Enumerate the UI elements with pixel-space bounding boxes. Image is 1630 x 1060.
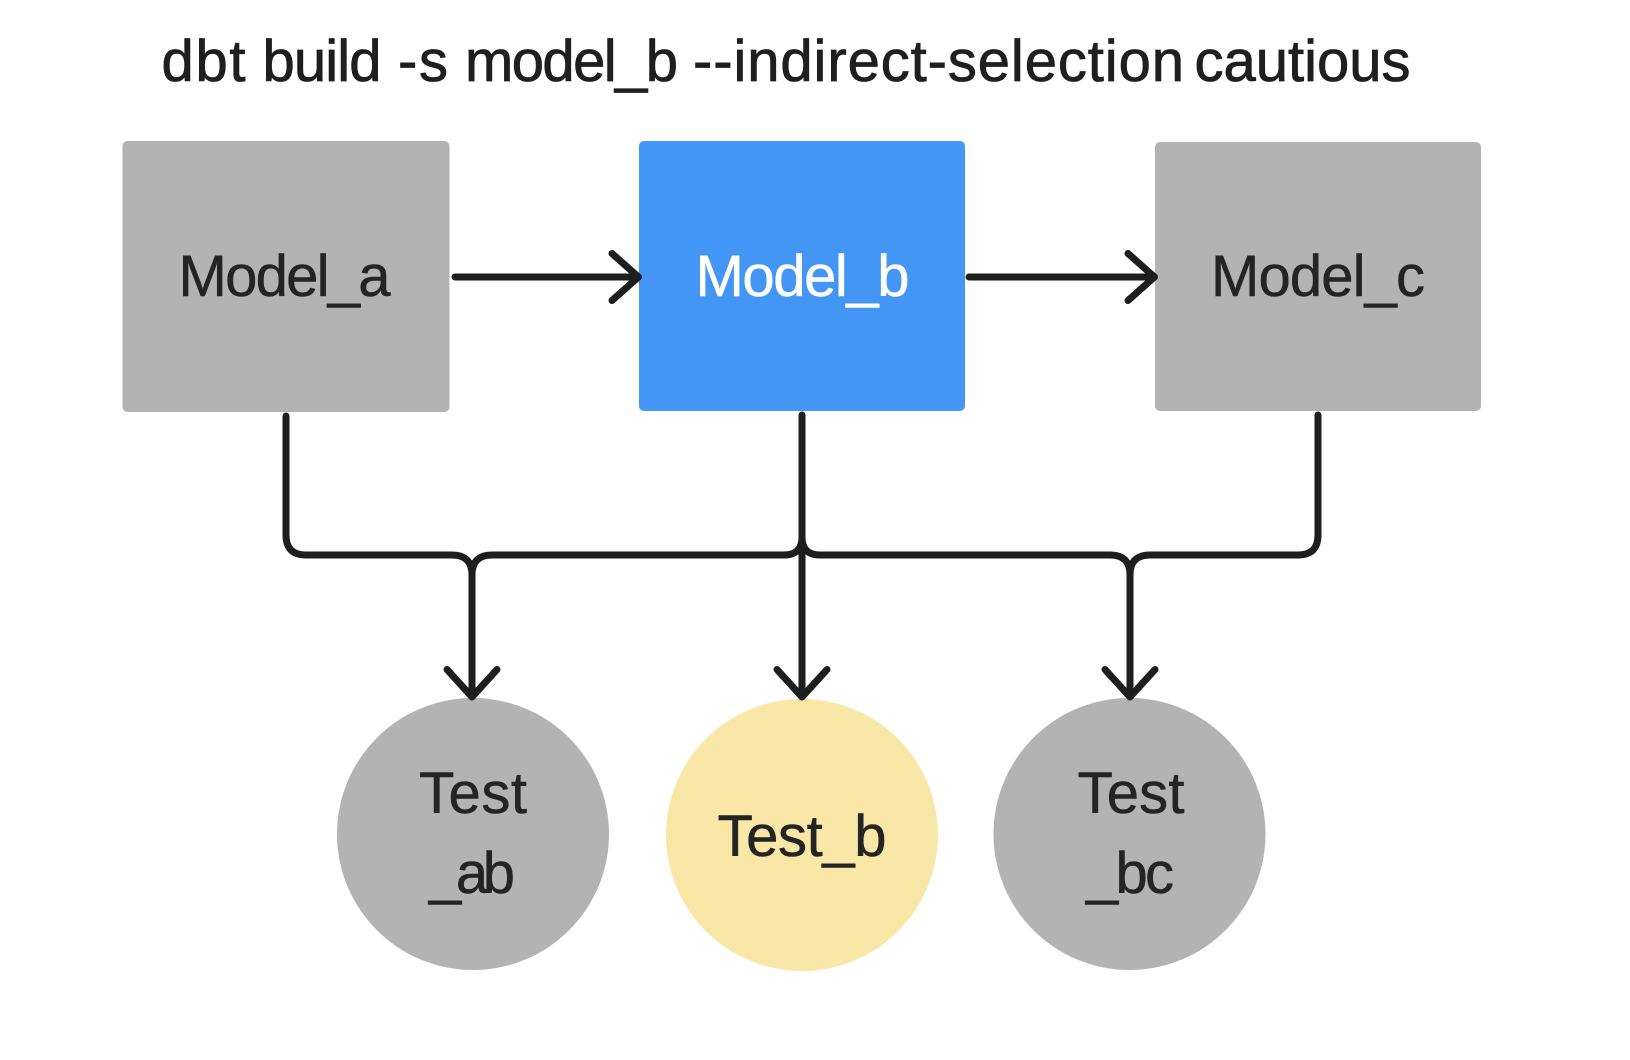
svg-text:Test_b: Test_b [718,804,887,869]
svg-text:Test: Test [1078,761,1185,826]
svg-text:model_b: model_b [465,29,678,94]
svg-text:Model_b: Model_b [696,244,910,309]
svg-text:Test: Test [419,761,527,826]
svg-text:_ab: _ab [428,841,515,906]
svg-text:-s: -s [398,29,448,94]
svg-text:Model_c: Model_c [1211,244,1425,309]
svg-text:--indirect-selection: --indirect-selection [693,29,1184,94]
svg-text:build: build [263,29,382,94]
svg-text:cautious: cautious [1195,29,1411,94]
svg-text:Model_a: Model_a [179,244,392,309]
svg-text:dbt: dbt [162,29,246,94]
svg-text:_bc: _bc [1085,841,1174,906]
